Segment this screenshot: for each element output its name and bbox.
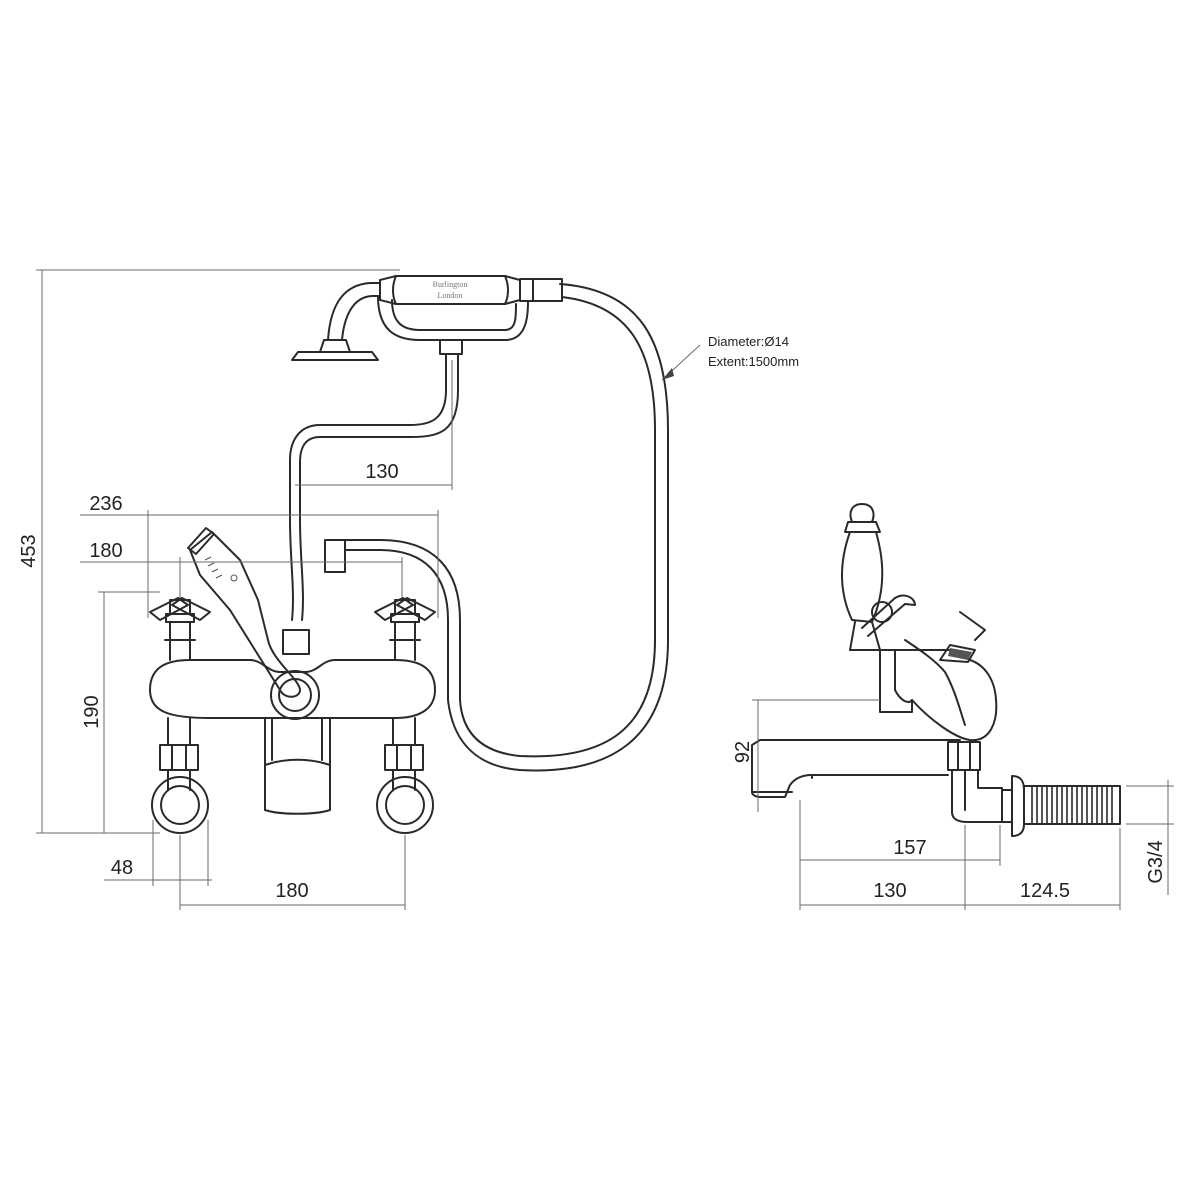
left-leg xyxy=(151,717,209,834)
dim-label-236: 236 xyxy=(89,493,122,515)
dim-label-thread: G3/4 xyxy=(1145,840,1167,883)
side-body xyxy=(879,611,998,742)
dim-label-190: 190 xyxy=(81,695,103,728)
shower-hose xyxy=(344,283,669,772)
hose-callout: Diameter:Ø14 Extent:1500mm xyxy=(661,334,799,381)
dim-label-48: 48 xyxy=(111,857,133,879)
diverter-lever xyxy=(187,527,301,698)
dim-overall-height: 453 xyxy=(18,269,400,834)
dim-label-124-5: 124.5 xyxy=(1020,880,1070,902)
dim-tail-length: 124.5 xyxy=(965,828,1121,910)
dim-label-130-top: 130 xyxy=(365,461,398,483)
side-leg xyxy=(947,741,1003,823)
mixer-body xyxy=(149,659,436,815)
dim-width-236: 236 xyxy=(80,493,439,618)
dim-body-reach: 130 xyxy=(800,825,966,910)
brand-name: Burlington xyxy=(433,280,468,289)
hose-diameter-note: Diameter:Ø14 xyxy=(708,334,789,349)
dim-width-180-upper: 180 xyxy=(80,540,403,598)
dim-centres: 180 xyxy=(179,835,406,910)
front-view: Burlington London xyxy=(18,269,799,910)
side-tail xyxy=(1001,775,1121,837)
hose-connector xyxy=(324,539,346,573)
right-tap xyxy=(374,597,436,661)
dim-label-453: 453 xyxy=(18,534,40,567)
dim-thread: G3/4 xyxy=(1126,780,1174,895)
dim-spout-height: 92 xyxy=(732,699,880,812)
dim-label-180-upper: 180 xyxy=(89,540,122,562)
dim-label-92: 92 xyxy=(732,741,754,763)
dim-label-130-side: 130 xyxy=(873,880,906,902)
diverter-nut xyxy=(282,629,310,655)
side-crosshead xyxy=(861,594,916,637)
dim-handset-offset: 130 xyxy=(295,360,453,490)
hand-shower: Burlington London xyxy=(289,275,563,621)
right-leg xyxy=(376,717,434,834)
side-view: 92 157 130 124.5 G3/4 xyxy=(732,503,1174,910)
dim-label-180-centres: 180 xyxy=(275,880,308,902)
left-tap xyxy=(149,597,211,661)
side-spout xyxy=(751,739,961,798)
side-lever xyxy=(841,503,884,651)
dim-label-157: 157 xyxy=(893,837,926,859)
dim-leg-width: 48 xyxy=(104,820,212,886)
dim-tap-height: 190 xyxy=(81,591,160,833)
brand-city: London xyxy=(438,291,463,300)
dim-spout-reach: 157 xyxy=(799,800,1001,910)
hose-extent-note: Extent:1500mm xyxy=(708,354,799,369)
